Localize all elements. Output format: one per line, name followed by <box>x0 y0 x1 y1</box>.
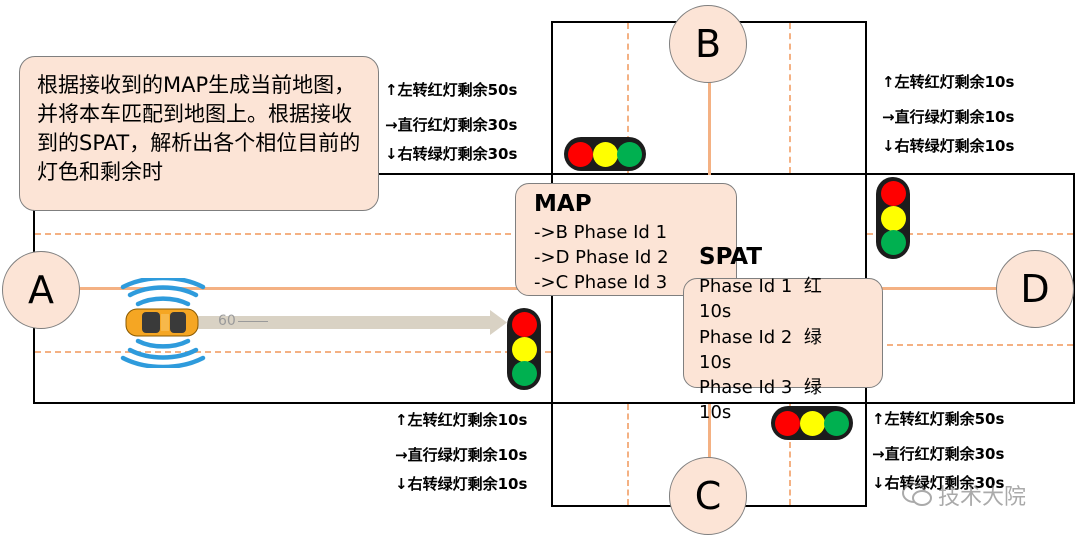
green-lamp <box>511 361 537 386</box>
status-line: ↓右转绿灯剩余10s <box>882 137 1015 155</box>
lane-dash-west-upper <box>35 233 551 235</box>
status-bottom-left: ↑左转红灯剩余10s →直行绿灯剩余10s ↓右转绿灯剩余10s <box>395 411 527 493</box>
spat-title: SPAT <box>699 244 763 270</box>
red-lamp <box>568 141 593 167</box>
status-line: →直行红灯剩余30s <box>872 445 1005 463</box>
green-lamp <box>617 141 642 167</box>
spat-line: 10s <box>699 402 732 424</box>
description-callout: 根据接收到的MAP生成当前地图，并将本车匹配到地图上。根据接收到的SPAT，解析… <box>19 56 379 211</box>
center-line-east <box>867 287 997 290</box>
spat-callout <box>683 278 883 388</box>
status-line: ↑左转红灯剩余10s <box>395 411 528 429</box>
yellow-lamp <box>592 141 618 167</box>
traffic-light-south <box>771 406 853 440</box>
status-top-right: ↑左转红灯剩余10s →直行绿灯剩余10s ↓右转绿灯剩余10s <box>882 73 1014 155</box>
lane-dash-south-right <box>789 404 791 505</box>
yellow-lamp <box>511 336 537 362</box>
spat-line: 10s <box>699 351 732 373</box>
yellow-lamp <box>799 410 825 436</box>
node-a: A <box>2 251 80 329</box>
spat-line: Phase Id 1 红 <box>699 276 822 297</box>
map-line: ->C Phase Id 3 <box>534 272 668 293</box>
description-text: 根据接收到的MAP生成当前地图，并将本车匹配到地图上。根据接收到的SPAT，解析… <box>37 73 361 184</box>
red-lamp <box>775 410 800 436</box>
map-line: ->D Phase Id 2 <box>534 247 669 268</box>
spat-line: Phase Id 3 绿 <box>699 377 822 399</box>
green-lamp <box>880 230 906 255</box>
lane-dash-north-left <box>627 23 629 173</box>
lane-dash-north-right <box>789 23 791 173</box>
node-c: C <box>669 457 747 535</box>
spat-line: 10s <box>699 301 732 323</box>
speed-label: 60 <box>218 313 236 329</box>
status-line: ↓右转绿灯剩余10s <box>395 475 528 493</box>
lane-dash-south-left <box>627 404 629 505</box>
direction-arrow <box>190 310 507 335</box>
speed-arrow-line <box>238 321 268 322</box>
wechat-icon <box>902 483 932 506</box>
status-line: →直行红灯剩余30s <box>385 116 518 134</box>
green-lamp <box>824 410 849 436</box>
traffic-light-north <box>564 137 646 171</box>
node-b: B <box>669 5 747 83</box>
status-line: ↑左转红灯剩余50s <box>385 81 518 99</box>
red-lamp <box>511 312 537 337</box>
lane-dash-east-lower <box>867 344 1073 346</box>
status-line: →直行绿灯剩余10s <box>882 108 1015 126</box>
signal-waves-icon <box>120 278 206 368</box>
status-line: ↑左转红灯剩余10s <box>882 73 1015 91</box>
spat-lines: Phase Id 1 红 10s Phase Id 2 绿 10s Phase … <box>699 274 822 426</box>
node-d: D <box>996 250 1074 328</box>
status-line: ↑左转红灯剩余50s <box>872 410 1005 428</box>
traffic-light-east <box>876 177 910 259</box>
center-line-west <box>80 287 553 290</box>
center-line-south <box>708 404 711 459</box>
yellow-lamp <box>880 205 906 231</box>
status-line: →直行绿灯剩余10s <box>395 446 528 464</box>
map-title: MAP <box>534 191 592 217</box>
vehicle-group <box>120 278 507 368</box>
status-line: ↓右转绿灯剩余30s <box>385 145 518 163</box>
watermark: 技术大院 <box>902 479 1026 511</box>
spat-line: Phase Id 2 绿 <box>699 326 822 348</box>
red-lamp <box>880 181 906 206</box>
traffic-light-west <box>507 308 541 390</box>
car-icon <box>125 308 199 337</box>
map-line: ->B Phase Id 1 <box>534 222 668 243</box>
map-callout: MAP ->B Phase Id 1 ->D Phase Id 2 ->C Ph… <box>515 183 737 296</box>
center-line-north <box>708 80 711 175</box>
lane-dash-west-lower <box>35 351 551 353</box>
status-top-left: ↑左转红灯剩余50s →直行红灯剩余30s ↓右转绿灯剩余30s <box>385 81 517 163</box>
lane-dash-east-upper <box>867 233 1073 235</box>
watermark-text: 技术大院 <box>938 485 1027 510</box>
